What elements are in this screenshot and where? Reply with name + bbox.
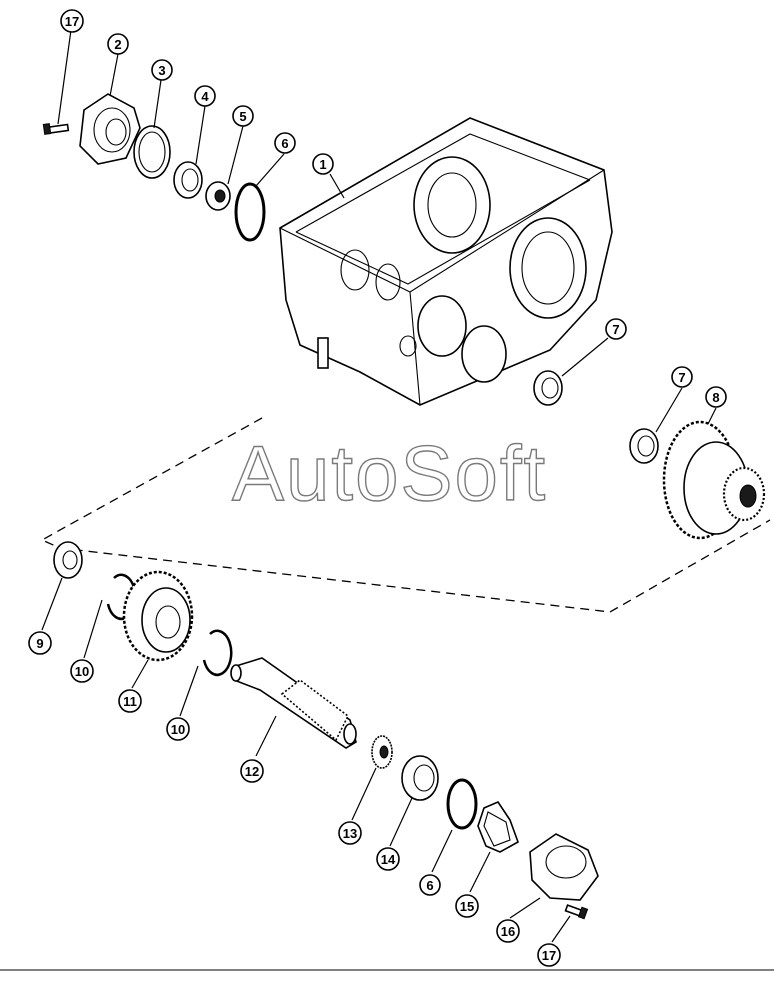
shaft bbox=[230, 657, 357, 749]
callout-label: 9 bbox=[36, 636, 43, 651]
small-gear bbox=[122, 570, 194, 662]
callout-17-rear: 17 bbox=[537, 943, 561, 967]
gear-seal bbox=[629, 428, 659, 464]
callout-label: 14 bbox=[381, 852, 396, 867]
transmission-housing bbox=[279, 117, 613, 406]
callout-7-gear: 7 bbox=[671, 366, 693, 388]
callout-label: 15 bbox=[460, 899, 474, 914]
rear-bearing-cup bbox=[401, 755, 439, 801]
callout-6-rear: 6 bbox=[419, 874, 441, 896]
snap-ring-right bbox=[202, 629, 233, 677]
callout-10-left: 10 bbox=[70, 659, 94, 683]
front-shim bbox=[133, 125, 171, 179]
callout-label: 11 bbox=[123, 694, 137, 709]
thrust-washer bbox=[53, 541, 83, 579]
front-bearing-cone bbox=[205, 181, 231, 211]
callout-9: 9 bbox=[28, 631, 52, 655]
callout-5: 5 bbox=[232, 105, 254, 127]
callout-label: 10 bbox=[75, 664, 89, 679]
callout-label: 10 bbox=[171, 722, 185, 737]
callout-label: 4 bbox=[201, 89, 209, 104]
callout-14: 14 bbox=[376, 847, 400, 871]
callout-label: 6 bbox=[426, 878, 433, 893]
callout-label: 12 bbox=[245, 764, 259, 779]
callout-label: 17 bbox=[65, 14, 79, 29]
callout-7-housing: 7 bbox=[605, 318, 627, 340]
callout-label: 3 bbox=[158, 63, 165, 78]
rear-bearing-cone bbox=[371, 735, 393, 769]
callout-label: 13 bbox=[343, 826, 357, 841]
callout-3: 3 bbox=[151, 59, 173, 81]
callout-4: 4 bbox=[194, 85, 216, 107]
callout-6-front: 6 bbox=[274, 132, 296, 154]
callout-2: 2 bbox=[107, 33, 129, 55]
front-bearing-cup bbox=[173, 161, 203, 199]
leader-lines bbox=[41, 29, 717, 943]
housing-seal bbox=[533, 370, 563, 406]
callout-8: 8 bbox=[705, 386, 727, 408]
callouts: 17 2 3 4 5 6 1 7 bbox=[28, 9, 727, 967]
callout-label: 16 bbox=[501, 924, 515, 939]
rear-cover bbox=[529, 833, 599, 901]
front-bolt bbox=[42, 123, 70, 135]
callout-16: 16 bbox=[496, 919, 520, 943]
callout-label: 5 bbox=[239, 109, 246, 124]
front-o-ring bbox=[234, 182, 266, 242]
callout-label: 17 bbox=[542, 948, 556, 963]
callout-label: 7 bbox=[612, 322, 619, 337]
large-gear bbox=[662, 420, 766, 540]
callout-12: 12 bbox=[240, 759, 264, 783]
autosoft-watermark: AutoSoft bbox=[232, 429, 547, 517]
rear-o-ring bbox=[446, 778, 478, 830]
callout-17-front: 17 bbox=[60, 9, 84, 33]
callout-label: 1 bbox=[319, 157, 326, 172]
callout-10-right: 10 bbox=[166, 717, 190, 741]
callout-13: 13 bbox=[338, 821, 362, 845]
callout-label: 7 bbox=[678, 370, 685, 385]
callout-label: 2 bbox=[114, 37, 121, 52]
front-cover bbox=[79, 93, 141, 165]
rear-bolt bbox=[564, 904, 589, 920]
callout-1: 1 bbox=[312, 153, 334, 175]
callout-11: 11 bbox=[118, 689, 142, 713]
callout-label: 6 bbox=[281, 136, 288, 151]
callout-15: 15 bbox=[455, 894, 479, 918]
callout-label: 8 bbox=[712, 390, 719, 405]
rear-gasket bbox=[477, 801, 519, 853]
